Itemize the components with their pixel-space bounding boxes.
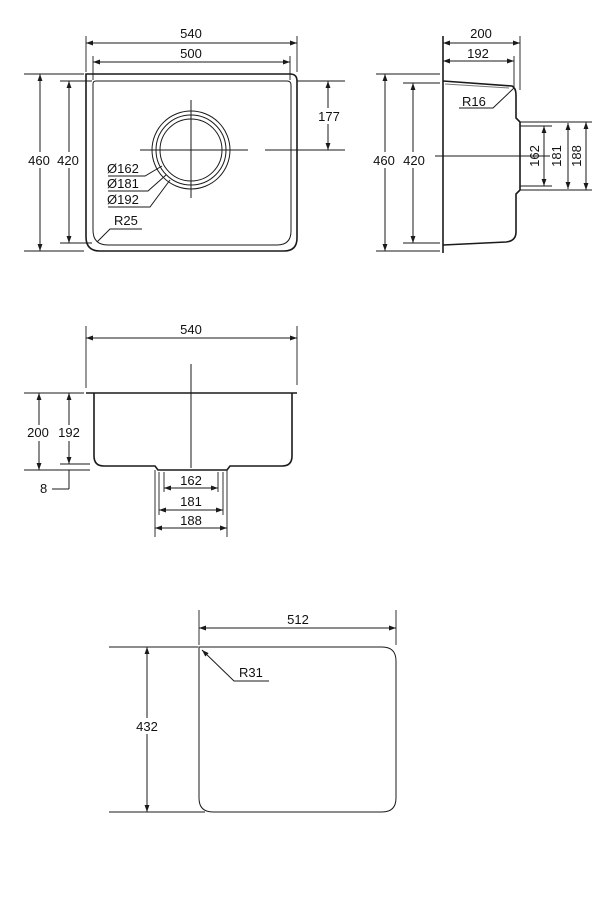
label-drain-d162: Ø162: [107, 161, 139, 176]
dim-inner-width: 500: [180, 46, 202, 61]
cutout-view: 512 432 R31: [109, 610, 397, 813]
dim-front-outlet-188: 188: [180, 513, 202, 528]
dim-side-inner-depth: 420: [403, 153, 425, 168]
dim-overall-depth: 460: [28, 153, 50, 168]
dim-side-total-height: 200: [470, 26, 492, 41]
dim-drain-offset: 177: [318, 109, 340, 124]
dim-side-outlet-162: 162: [527, 145, 542, 167]
label-drain-d181: Ø181: [107, 176, 139, 191]
dim-front-overall-width: 540: [180, 322, 202, 337]
dim-cutout-width: 512: [287, 612, 309, 627]
dim-front-outlet-162: 162: [180, 473, 202, 488]
dim-front-flange: 8: [40, 481, 47, 496]
top-view: 540 500 460 420 177 Ø162 Ø181 Ø192 R25: [24, 26, 345, 252]
side-view: 200 192 R16 460 420 162 181 188: [370, 26, 592, 253]
side-bowl-inner: [444, 83, 510, 89]
dim-inner-depth: 420: [57, 153, 79, 168]
dim-front-inner-height: 192: [58, 425, 80, 440]
sink-inner-bowl: [92, 80, 292, 246]
sink-outer-rim: [85, 73, 298, 252]
front-view: 540 200 192 8 162 181 188: [24, 322, 298, 537]
dim-front-total-height: 200: [27, 425, 49, 440]
label-side-r16: R16: [462, 94, 486, 109]
dim-side-overall-depth: 460: [373, 153, 395, 168]
cutout-outline: [198, 646, 397, 813]
label-drain-d192: Ø192: [107, 192, 139, 207]
dim-cutout-height: 432: [136, 719, 158, 734]
label-corner-r25: R25: [114, 213, 138, 228]
dim-overall-width: 540: [180, 26, 202, 41]
dim-front-outlet-181: 181: [180, 494, 202, 509]
dim-side-outlet-188: 188: [569, 145, 584, 167]
dim-side-outlet-181: 181: [549, 145, 564, 167]
front-bowl-profile: [93, 393, 293, 471]
label-cutout-r31: R31: [239, 665, 263, 680]
dim-side-inner-height: 192: [467, 46, 489, 61]
